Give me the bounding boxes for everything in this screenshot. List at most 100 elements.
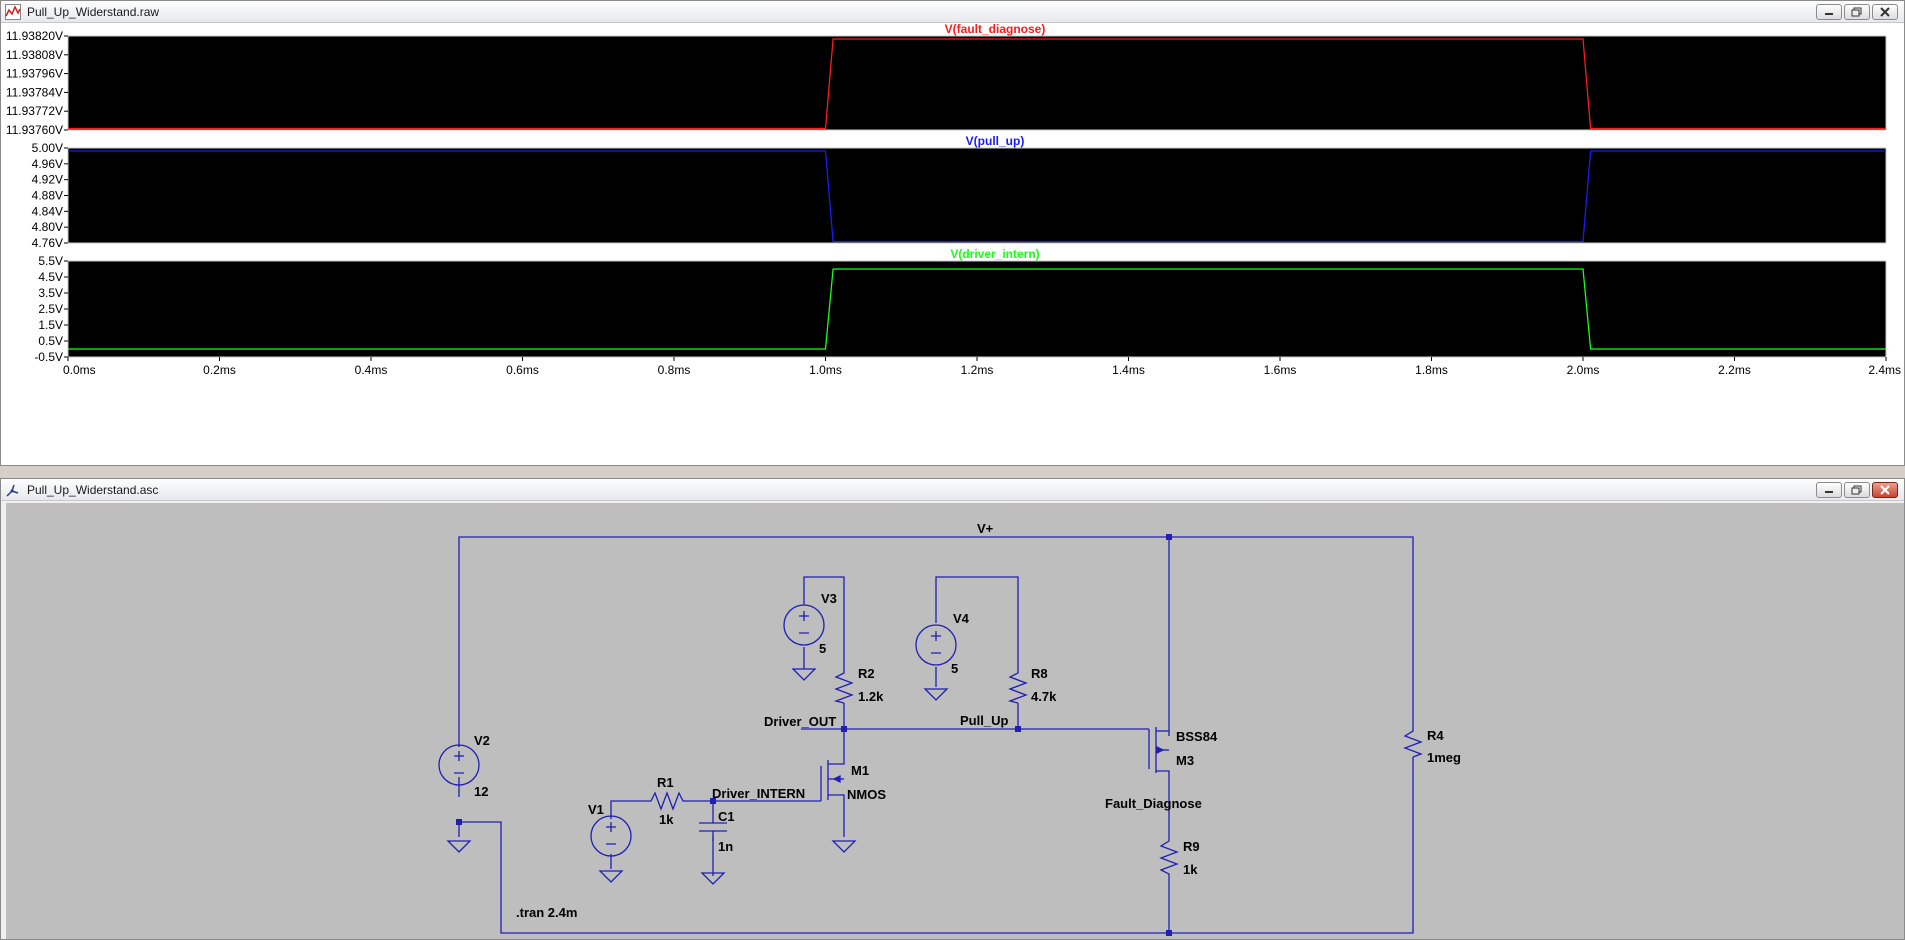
junction-dot <box>1166 534 1172 540</box>
component-value-m1[interactable]: NMOS <box>847 787 886 802</box>
component-name-v1[interactable]: V1 <box>588 802 604 817</box>
net-label-driver-intern[interactable]: Driver_INTERN <box>712 786 805 801</box>
net-label-pull-up[interactable]: Pull_Up <box>960 713 1008 728</box>
x-tick-label: 1.2ms <box>961 363 994 377</box>
y-tick-label: 11.93772V <box>6 104 63 118</box>
junction-dot <box>456 819 462 825</box>
net-label-driver-out[interactable]: Driver_OUT <box>764 714 836 729</box>
minimize-button[interactable] <box>1816 4 1842 20</box>
ground-symbol <box>598 870 624 883</box>
component-value-v4[interactable]: 5 <box>951 661 958 676</box>
y-tick-label: 5.00V <box>32 141 63 155</box>
y-tick-label: 11.93808V <box>6 48 63 62</box>
y-tick-label: 11.93784V <box>6 85 63 99</box>
close-button[interactable] <box>1872 4 1898 20</box>
component-name-c1[interactable]: C1 <box>718 809 735 824</box>
y-tick-label: 4.96V <box>32 157 63 171</box>
waveform-plot-area[interactable]: V(fault_diagnose) 11.93820V 11.93808V 11.93… <box>1 23 1904 465</box>
resistor-r8-symbol <box>1007 669 1028 704</box>
y-tick-label: 4.76V <box>32 236 63 250</box>
x-tick-label: 1.0ms <box>809 363 842 377</box>
trace-label[interactable]: V(pull_up) <box>966 134 1025 148</box>
component-value-m3[interactable]: BSS84 <box>1176 729 1218 744</box>
component-name-v4[interactable]: V4 <box>953 611 970 626</box>
y-tick-label: 4.88V <box>32 189 63 203</box>
close-button[interactable] <box>1872 482 1898 498</box>
waveform-pane[interactable]: V(driver_intern)5.5V4.5V3.5V2.5V1.5V0.5V… <box>34 247 1887 364</box>
close-icon <box>1880 485 1890 495</box>
restore-icon <box>1851 485 1862 495</box>
waveform-app-icon <box>5 4 21 20</box>
resistor-r2-symbol <box>833 669 854 704</box>
x-tick-label: 2.4ms <box>1868 363 1901 377</box>
close-icon <box>1880 7 1890 17</box>
waveform-window-title: Pull_Up_Widerstand.raw <box>27 5 160 19</box>
junction-dot <box>1166 930 1172 936</box>
y-tick-label: 11.93796V <box>6 67 63 81</box>
component-value-c1[interactable]: 1n <box>718 839 733 854</box>
pane-background <box>67 260 1887 358</box>
maximize-button[interactable] <box>1844 4 1870 20</box>
schematic-titlebar[interactable]: Pull_Up_Widerstand.asc <box>1 479 1904 501</box>
x-tick-label: 2.2ms <box>1718 363 1751 377</box>
net-label-vplus[interactable]: V+ <box>977 521 994 536</box>
component-value-r8[interactable]: 4.7k <box>1031 689 1057 704</box>
resistor-r4-symbol <box>1403 729 1423 758</box>
waveform-pane[interactable]: V(fault_diagnose) 11.93820V 11.93808V 11.93… <box>6 23 1887 137</box>
ground-symbol <box>446 840 472 853</box>
y-tick-label: 4.5V <box>38 270 63 284</box>
schematic-window-title: Pull_Up_Widerstand.asc <box>27 483 159 497</box>
component-value-r4[interactable]: 1meg <box>1427 750 1461 765</box>
voltage-source-v4-symbol <box>915 624 957 666</box>
minimize-icon <box>1825 491 1833 493</box>
y-tick-label: 11.93820V <box>6 29 63 43</box>
schematic-window[interactable]: Pull_Up_Widerstand.asc <box>0 478 1905 940</box>
component-name-m3[interactable]: M3 <box>1176 753 1194 768</box>
resistor-r9-symbol <box>1159 836 1179 881</box>
trace-label[interactable]: V(driver_intern) <box>950 247 1039 261</box>
resistor-r1-symbol <box>647 791 687 811</box>
ground-symbol <box>700 872 726 885</box>
component-name-m1[interactable]: M1 <box>851 763 869 778</box>
y-tick-label: 4.84V <box>32 204 63 218</box>
net-label-fault-diagnose[interactable]: Fault_Diagnose <box>1105 796 1202 811</box>
component-name-r2[interactable]: R2 <box>858 666 875 681</box>
x-tick-label: 0.4ms <box>355 363 388 377</box>
component-name-r8[interactable]: R8 <box>1031 666 1048 681</box>
x-tick-label: 0.8ms <box>658 363 691 377</box>
x-tick-label: 0.2ms <box>203 363 236 377</box>
component-value-v2[interactable]: 12 <box>474 784 488 799</box>
ground-symbol <box>923 688 949 701</box>
component-value-r2[interactable]: 1.2k <box>858 689 884 704</box>
y-tick-label: 3.5V <box>38 286 63 300</box>
component-value-r1[interactable]: 1k <box>659 812 674 827</box>
y-tick-label: 4.80V <box>32 220 63 234</box>
schematic-sheet <box>6 503 1904 939</box>
minimize-button[interactable] <box>1816 482 1842 498</box>
junction-dot <box>710 798 716 804</box>
mosfet-arrow-icon <box>832 774 841 784</box>
component-name-v3[interactable]: V3 <box>821 591 837 606</box>
restore-icon <box>1851 7 1862 17</box>
x-tick-label: 0.6ms <box>506 363 539 377</box>
maximize-button[interactable] <box>1844 482 1870 498</box>
waveform-titlebar[interactable]: Pull_Up_Widerstand.raw <box>1 1 1904 23</box>
ground-symbol <box>791 668 817 681</box>
ground-symbol <box>831 840 857 853</box>
schematic-canvas[interactable]: V+ Driver_OUT Pull_Up Driver_INTERN Faul… <box>1 501 1904 939</box>
component-name-v2[interactable]: V2 <box>474 733 490 748</box>
y-tick-label: 2.5V <box>38 302 63 316</box>
trace-label[interactable]: V(fault_diagnose) <box>945 23 1046 36</box>
component-value-v3[interactable]: 5 <box>819 641 826 656</box>
component-name-r4[interactable]: R4 <box>1427 728 1444 743</box>
pane-background <box>67 147 1887 244</box>
waveform-window[interactable]: Pull_Up_Widerstand.raw V(fault_diagnose)… <box>0 0 1905 466</box>
component-name-r9[interactable]: R9 <box>1183 839 1200 854</box>
spice-directive-tran[interactable]: .tran 2.4m <box>516 905 577 920</box>
waveform-pane[interactable]: V(pull_up)5.00V4.96V4.92V4.88V4.84V4.80V… <box>32 134 1887 250</box>
y-tick-label: 1.5V <box>38 318 63 332</box>
component-name-r1[interactable]: R1 <box>657 775 674 790</box>
trace-line <box>68 268 1886 350</box>
component-value-r9[interactable]: 1k <box>1183 862 1198 877</box>
voltage-source-v2-symbol <box>438 744 480 786</box>
